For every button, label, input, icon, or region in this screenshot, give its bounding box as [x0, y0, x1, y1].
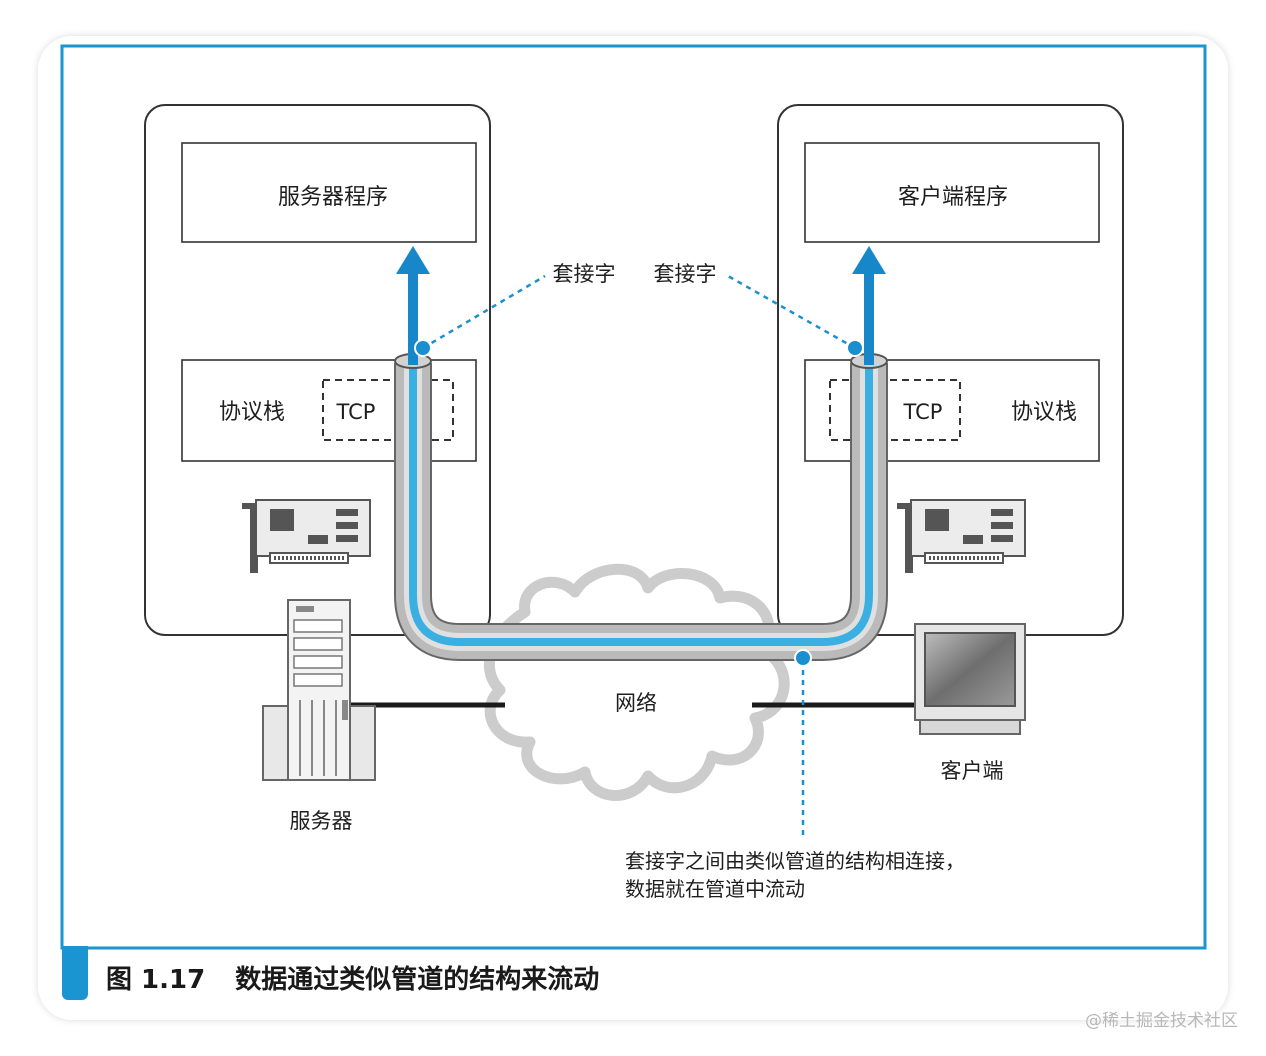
- left-socket-dot: [414, 339, 432, 357]
- client-app-label: 客户端程序: [898, 185, 1008, 210]
- client-tcp-label: TCP: [903, 400, 943, 424]
- left-socket-leader: [422, 274, 546, 350]
- client-monitor-icon: [914, 623, 1026, 735]
- client-device-label: 客户端: [941, 759, 1004, 783]
- client-stack-label: 协议栈: [1011, 400, 1077, 425]
- right-socket-label: 套接字: [654, 262, 717, 286]
- client-app-box: [804, 142, 1100, 243]
- annotation-line-1: 套接字之间由类似管道的结构相连接，: [625, 849, 965, 873]
- figure-number: 图 1.17: [106, 965, 206, 995]
- annotation-line-2: 数据就在管道中流动: [625, 877, 805, 901]
- right-socket-dot: [846, 339, 864, 357]
- caption-tab-top: [62, 946, 88, 962]
- server-stack-label: 协议栈: [219, 400, 285, 425]
- client-up-arrow-icon: [852, 246, 886, 365]
- pipe-annotation-dot: [794, 649, 812, 667]
- client-tcp-box: [829, 379, 961, 441]
- watermark: @稀土掘金技术社区: [1085, 1011, 1238, 1031]
- network-cloud-icon: [483, 563, 790, 801]
- server-tcp-label: TCP: [336, 400, 376, 424]
- server-tower-icon: [262, 599, 376, 781]
- left-socket-label: 套接字: [553, 262, 616, 286]
- server-tcp-box: [322, 379, 454, 441]
- server-nic-card-icon: [242, 499, 371, 573]
- network-label: 网络: [615, 691, 657, 715]
- server-up-arrow-icon: [396, 246, 430, 365]
- right-socket-leader: [727, 274, 856, 350]
- figure-frame: [60, 44, 1207, 950]
- figure-title: 数据通过类似管道的结构来流动: [235, 965, 600, 995]
- server-device-label: 服务器: [290, 809, 353, 833]
- client-nic-card-icon: [897, 499, 1026, 573]
- figure-caption: 图 1.17 数据通过类似管道的结构来流动: [106, 960, 599, 1000]
- server-app-box: [181, 142, 477, 243]
- server-app-label: 服务器程序: [278, 185, 388, 210]
